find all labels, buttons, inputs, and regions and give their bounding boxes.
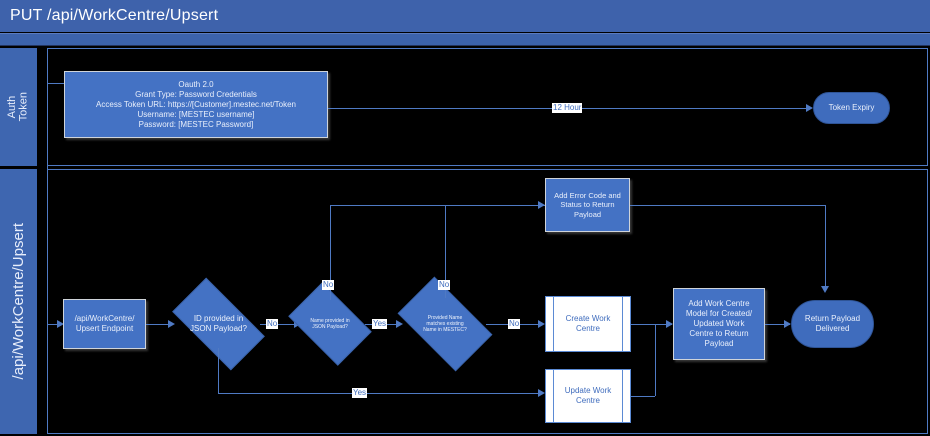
edge-auth-into-endpoint bbox=[47, 324, 61, 325]
page-title: PUT /api/WorkCentre/Upsert bbox=[0, 0, 930, 32]
edge-no-branch-to-error bbox=[330, 205, 545, 206]
edge-id-yes-arrow bbox=[538, 389, 545, 397]
update-work-centre-box: Update Work Centre bbox=[545, 369, 631, 423]
decision-name-matches-label: Provided Name matches existing Name in M… bbox=[423, 315, 467, 333]
edge-update-up bbox=[655, 324, 656, 396]
create-work-centre-label: Create Work Centre bbox=[565, 314, 611, 333]
edge-label-name-yes: Yes bbox=[372, 319, 388, 329]
create-work-centre-box: Create Work Centre bbox=[545, 296, 631, 352]
add-error-code-box: Add Error Code and Status to Return Payl… bbox=[545, 178, 630, 232]
predef-left-bar-create bbox=[553, 297, 554, 351]
edge-id-yes-to-update bbox=[218, 393, 543, 394]
lane-label-auth-token-text: Auth Token bbox=[5, 92, 30, 122]
edge-name-no-up bbox=[330, 205, 331, 300]
edge-label-12-hour: 12 Hour bbox=[552, 103, 583, 113]
edge-no-branch-to-error-arrow bbox=[538, 201, 545, 209]
edge-oauth-left-stub bbox=[47, 83, 64, 84]
lane-label-api-upsert: /api/WorkCentre/Upsert bbox=[0, 169, 37, 434]
predef-right-bar-update bbox=[622, 370, 623, 422]
edge-create-to-model bbox=[631, 324, 672, 325]
predef-left-bar-update bbox=[553, 370, 554, 422]
decision-name-provided: Name provided in JSON Payload? bbox=[288, 282, 372, 366]
edge-create-to-model-arrow bbox=[666, 320, 673, 328]
update-work-centre-label: Update Work Centre bbox=[564, 386, 612, 405]
edge-model-to-return bbox=[765, 324, 790, 325]
edge-name-yes-arrow bbox=[396, 320, 403, 328]
edge-oauth-to-expiry-arrow bbox=[806, 104, 813, 112]
edge-id-yes-down bbox=[218, 348, 219, 393]
decision-name-matches: Provided Name matches existing Name in M… bbox=[397, 276, 493, 372]
lane-label-api-upsert-text: /api/WorkCentre/Upsert bbox=[9, 223, 27, 380]
predef-right-bar-create bbox=[622, 297, 623, 351]
edge-label-name-no: No bbox=[322, 280, 335, 290]
add-work-centre-model-box: Add Work Centre Model for Created/ Updat… bbox=[673, 288, 765, 360]
title-subbar bbox=[0, 33, 930, 46]
edge-error-down bbox=[825, 205, 826, 288]
edge-match-right-arrow bbox=[538, 320, 545, 328]
lane-label-auth-token: Auth Token bbox=[0, 48, 37, 166]
edge-label-bottom-yes: Yes bbox=[352, 388, 368, 398]
edge-match-no-up bbox=[445, 205, 446, 298]
edge-update-right bbox=[631, 396, 655, 397]
token-expiry-terminator: Token Expiry bbox=[813, 92, 890, 124]
decision-id-provided: ID provided in JSON Payload? bbox=[172, 277, 265, 371]
edge-label-match-no-right: No bbox=[508, 319, 521, 329]
decision-name-provided-label: Name provided in JSON Payload? bbox=[310, 318, 350, 330]
edge-error-down-arrow bbox=[821, 286, 829, 293]
edge-error-right bbox=[630, 205, 825, 206]
edge-endpoint-to-id-arrow bbox=[168, 320, 175, 328]
edge-auth-into-endpoint-arrow bbox=[57, 320, 64, 328]
edge-label-id-no: No bbox=[266, 319, 279, 329]
api-endpoint-box: /api/WorkCentre/ Upsert Endpoint bbox=[63, 299, 146, 349]
edge-endpoint-to-id bbox=[146, 324, 170, 325]
edge-auth-down-to-endpoint bbox=[47, 83, 48, 324]
decision-id-provided-label: ID provided in JSON Payload? bbox=[190, 314, 247, 333]
oauth-config-box: Oauth 2.0 Grant Type: Password Credentia… bbox=[64, 71, 328, 138]
edge-model-to-return-arrow bbox=[784, 320, 791, 328]
return-payload-delivered-terminator: Return Payload Delivered bbox=[791, 300, 874, 348]
edge-label-match-no: No bbox=[438, 280, 451, 290]
